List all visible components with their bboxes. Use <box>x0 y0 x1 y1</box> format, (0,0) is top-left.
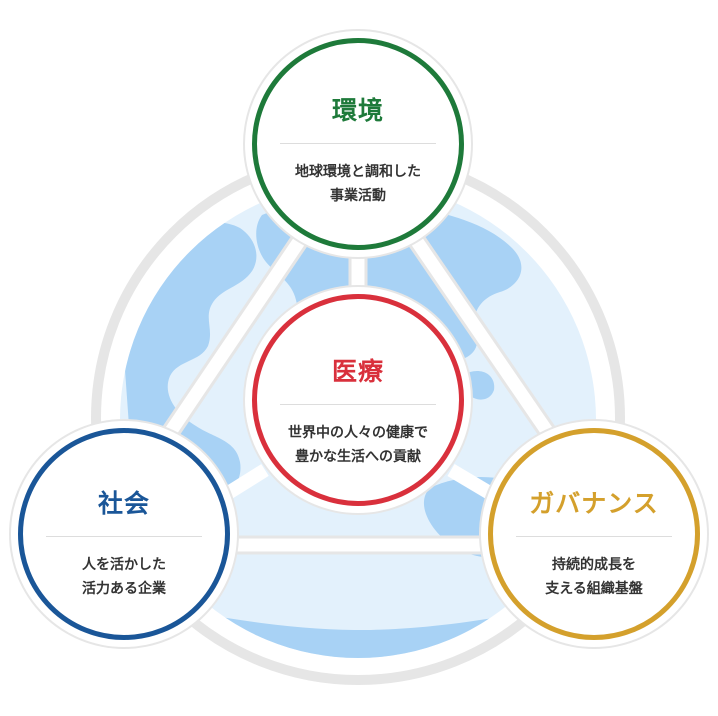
connector-lines-outline <box>156 235 562 555</box>
node-medical-title: 医療 <box>331 357 384 386</box>
node-society-divider <box>46 536 202 537</box>
node-society-desc-line2: 活力ある企業 <box>82 581 166 597</box>
node-medical-desc-line1: 世界中の人々の健康で <box>288 425 428 441</box>
node-environment-desc-line2: 事業活動 <box>330 188 386 204</box>
node-governance-title: ガバナンス <box>529 489 659 518</box>
node-medical-divider <box>280 404 436 405</box>
node-governance: ガバナンス 持続的成長を 支える組織基盤 <box>488 428 700 640</box>
node-medical: 医療 世界中の人々の健康で 豊かな生活への貢献 <box>252 294 464 506</box>
connector-lines <box>159 236 559 552</box>
node-governance-divider <box>516 536 672 537</box>
node-society: 社会 人を活かした 活力ある企業 <box>18 428 230 640</box>
node-environment-desc-line1: 地球環境と調和した <box>295 164 421 180</box>
node-governance-desc-line2: 支える組織基盤 <box>545 581 643 597</box>
node-medical-desc-line2: 豊かな生活への貢献 <box>295 449 421 465</box>
node-environment: 環境 地球環境と調和した 事業活動 <box>252 38 464 250</box>
node-environment-divider <box>280 143 436 144</box>
node-medical-description: 世界中の人々の健康で 豊かな生活への貢献 <box>288 421 428 469</box>
node-governance-desc-line1: 持続的成長を <box>552 557 636 573</box>
node-society-title: 社会 <box>97 489 150 518</box>
node-society-description: 人を活かした 活力ある企業 <box>82 553 166 601</box>
node-environment-description: 地球環境と調和した 事業活動 <box>295 160 421 208</box>
node-environment-title: 環境 <box>331 96 384 125</box>
node-governance-description: 持続的成長を 支える組織基盤 <box>545 553 643 601</box>
node-society-desc-line1: 人を活かした <box>82 557 166 573</box>
